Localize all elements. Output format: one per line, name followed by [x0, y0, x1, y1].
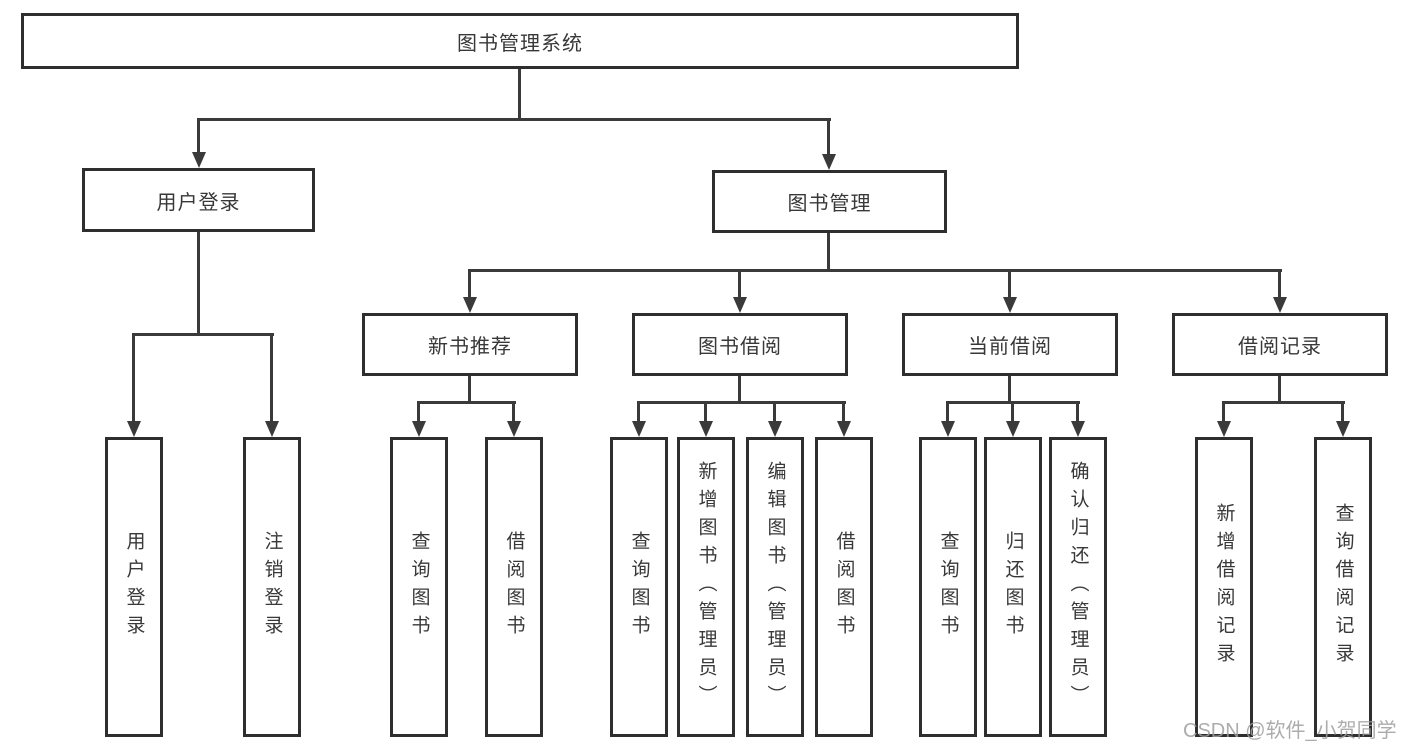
- arrow-down-icon: [192, 152, 206, 168]
- node-new-book-recommend: 新书推荐: [362, 313, 578, 376]
- connector-line: [738, 376, 741, 404]
- arrow-down-icon: [265, 421, 279, 437]
- arrow-down-icon: [768, 421, 782, 437]
- connector-line: [512, 401, 515, 423]
- leaf-label: 查询借阅记录: [1332, 503, 1354, 671]
- connector-line: [637, 401, 846, 404]
- connector-line: [946, 401, 949, 423]
- connector-line: [197, 118, 831, 121]
- connector-line: [1278, 269, 1281, 297]
- leaf-query-books-current: 查询图书: [919, 437, 977, 737]
- leaf-label: 确认归还（管理员）: [1067, 461, 1089, 713]
- leaf-logout: 注销登录: [243, 437, 301, 737]
- leaf-label: 查询图书: [408, 531, 430, 643]
- node-label: 用户登录: [156, 191, 241, 214]
- leaf-label: 新增借阅记录: [1213, 503, 1235, 671]
- leaf-add-borrow-record: 新增借阅记录: [1195, 437, 1253, 737]
- arrow-down-icon: [632, 421, 646, 437]
- connector-line: [270, 333, 273, 421]
- leaf-borrow-books-borrowing: 借阅图书: [815, 437, 873, 737]
- node-book-management: 图书管理: [712, 170, 947, 233]
- node-library-system: 图书管理系统: [21, 13, 1019, 69]
- node-current-borrowing: 当前借阅: [902, 313, 1118, 376]
- leaf-user-login: 用户登录: [105, 437, 163, 737]
- arrow-down-icon: [941, 421, 955, 437]
- connector-line: [132, 333, 274, 336]
- arrow-down-icon: [1006, 421, 1020, 437]
- arrow-down-icon: [1217, 421, 1231, 437]
- arrow-down-icon: [1336, 421, 1350, 437]
- node-label: 图书管理系统: [457, 32, 583, 55]
- arrow-down-icon: [507, 421, 521, 437]
- leaf-label: 注销登录: [261, 531, 283, 643]
- connector-line: [468, 269, 1282, 272]
- leaf-label: 归还图书: [1002, 531, 1024, 643]
- leaf-label: 新增图书（管理员）: [695, 461, 717, 713]
- arrow-down-icon: [699, 421, 713, 437]
- arrow-down-icon: [463, 297, 477, 313]
- node-label: 借阅记录: [1238, 336, 1322, 358]
- csdn-watermark: CSDN @软件_小贺同学: [1183, 720, 1397, 742]
- connector-line: [197, 118, 200, 154]
- connector-line: [704, 401, 707, 423]
- arrow-down-icon: [127, 421, 141, 437]
- leaf-add-book-admin: 新增图书（管理员）: [677, 437, 735, 737]
- node-borrowing-records: 借阅记录: [1172, 313, 1388, 376]
- leaf-edit-book-admin: 编辑图书（管理员）: [746, 437, 804, 737]
- connector-line: [738, 269, 741, 297]
- connector-line: [468, 269, 471, 297]
- node-label: 当前借阅: [968, 336, 1052, 358]
- connector-line: [1341, 401, 1344, 423]
- leaf-label: 查询图书: [937, 531, 959, 643]
- node-book-borrowing: 图书借阅: [632, 313, 848, 376]
- arrow-down-icon: [1273, 297, 1287, 313]
- leaf-confirm-return-admin: 确认归还（管理员）: [1049, 437, 1107, 737]
- leaf-return-books: 归还图书: [984, 437, 1042, 737]
- connector-line: [1008, 376, 1011, 404]
- leaf-query-books-recommend: 查询图书: [390, 437, 448, 737]
- leaf-label: 查询图书: [628, 531, 650, 643]
- connector-line: [827, 118, 830, 156]
- connector-line: [417, 401, 420, 423]
- connector-line: [773, 401, 776, 423]
- leaf-label: 借阅图书: [833, 531, 855, 643]
- leaf-label: 借阅图书: [503, 531, 525, 643]
- arrow-down-icon: [1071, 421, 1085, 437]
- connector-line: [1008, 269, 1011, 297]
- connector-line: [132, 333, 135, 421]
- connector-line: [1222, 401, 1225, 423]
- connector-line: [827, 233, 830, 272]
- node-label: 图书管理: [787, 193, 872, 215]
- connector-line: [1222, 401, 1345, 404]
- connector-line: [1011, 401, 1014, 423]
- connector-line: [1076, 401, 1079, 423]
- connector-line: [1278, 376, 1281, 404]
- connector-line: [197, 232, 200, 336]
- node-user-login: 用户登录: [82, 168, 315, 232]
- connector-line: [417, 401, 516, 404]
- connector-line: [842, 401, 845, 423]
- leaf-label: 编辑图书（管理员）: [764, 461, 786, 713]
- connector-line: [468, 376, 471, 404]
- leaf-borrow-books-recommend: 借阅图书: [485, 437, 543, 737]
- node-label: 图书借阅: [698, 336, 782, 358]
- node-label: 新书推荐: [428, 336, 512, 358]
- connector-line: [518, 69, 521, 120]
- arrow-down-icon: [733, 297, 747, 313]
- leaf-query-books-borrowing: 查询图书: [610, 437, 668, 737]
- arrow-down-icon: [822, 154, 836, 170]
- arrow-down-icon: [412, 421, 426, 437]
- connector-line: [637, 401, 640, 423]
- arrow-down-icon: [837, 421, 851, 437]
- leaf-query-borrow-record: 查询借阅记录: [1314, 437, 1372, 737]
- arrow-down-icon: [1003, 297, 1017, 313]
- leaf-label: 用户登录: [123, 531, 145, 643]
